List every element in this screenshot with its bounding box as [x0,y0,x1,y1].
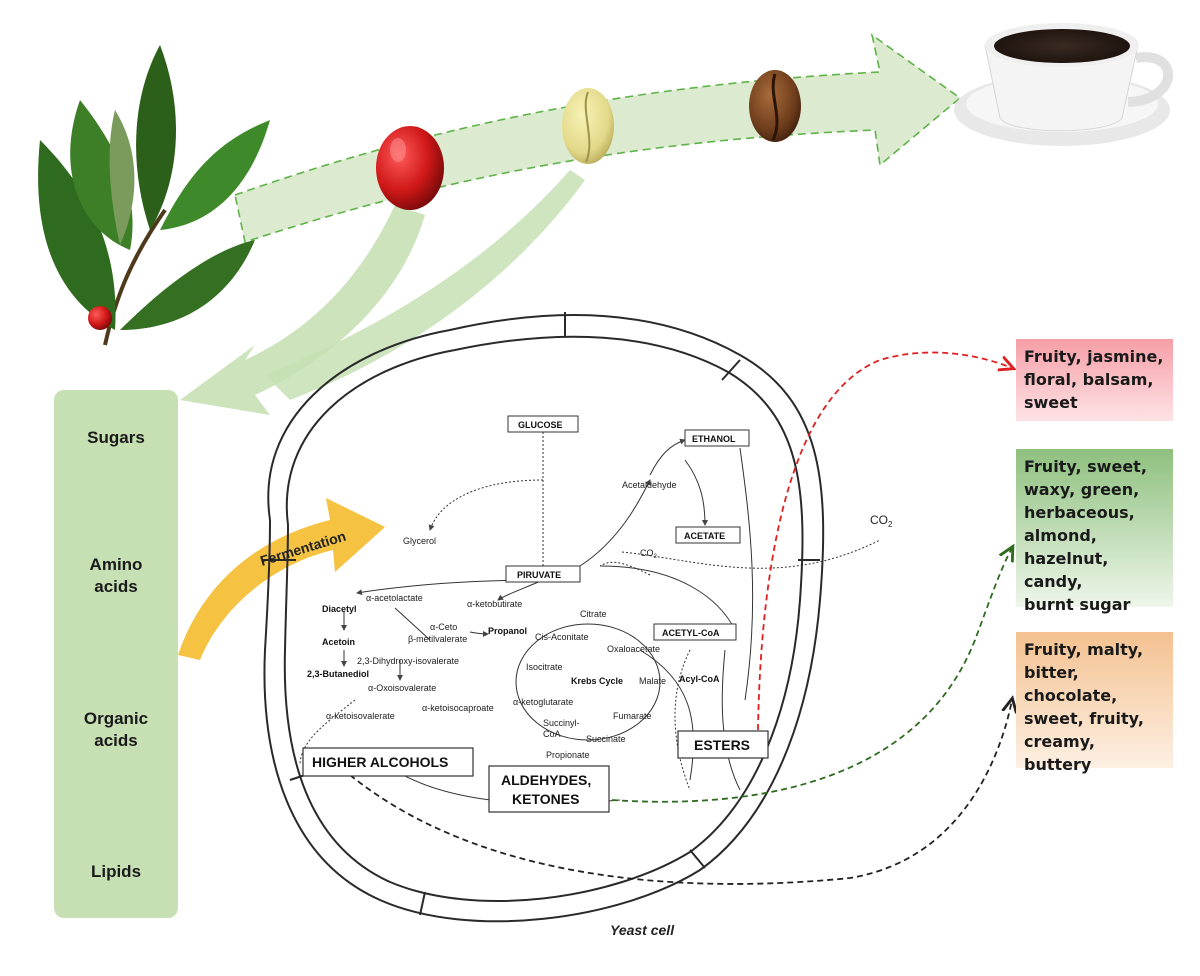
label-isocitrate: Isocitrate [526,662,563,672]
label-glycerol: Glycerol [403,536,436,546]
esters-to-aroma-arrow [757,351,1012,731]
aroma-line: Fruity, jasmine, [1024,347,1164,366]
label-ketoisovalerate: α-ketoisovalerate [326,711,395,721]
label-oxoisovalerate: α-Oxoisovalerate [368,683,436,693]
label-ethanol: ETHANOL [692,434,736,444]
aroma-box-higher-alcohols: Fruity, malty, bitter, chocolate, sweet,… [1016,632,1173,774]
acetyl-coa-box [653,623,737,641]
label-esters: ESTERS [694,737,750,753]
label-pyruvate: PIRUVATE [517,570,561,580]
label-alpha-acetolactate: α-acetolactate [366,593,423,603]
label-fumarate: Fumarate [613,711,652,721]
label-diacetyl: Diacetyl [322,604,357,614]
label-succinyl: Succinyl- [543,718,580,728]
aroma-line: sweet [1024,393,1078,412]
label-malate: Malate [639,676,666,686]
aroma-line: hazelnut, candy, [1024,549,1109,591]
precursor-lipids: Lipids [90,862,142,881]
glucose-box [507,415,579,433]
label-propionate: Propionate [546,750,590,760]
label-beta-metilvalerate: β-metilvalerate [408,634,467,644]
fermentation-arrow [178,498,385,660]
label-higher-alcohols: HIGHER ALCOHOLS [312,754,448,770]
aroma-box-aldehydes-ketones: Fruity, sweet, waxy, green, herbaceous, … [1016,449,1173,614]
label-alpha-ketobutirate: α-ketobutirate [467,599,522,609]
label-acyl-coa: Acyl-CoA [679,674,720,684]
aroma-line: Fruity, malty, [1024,640,1144,659]
aroma-line: chocolate, [1024,686,1118,705]
coffee-plant-image [38,45,270,346]
label-co2-outer: CO2 [870,513,893,529]
aroma-line: herbaceous, [1024,503,1135,522]
label-ketones: KETONES [512,791,579,807]
coffee-cherry-image [376,126,444,210]
label-aldehydes: ALDEHYDES, [501,772,591,788]
higher-alcohols-box [302,747,474,777]
aroma-box-esters: Fruity, jasmine, floral, balsam, sweet [1016,339,1173,421]
label-succinate: Succinate [586,734,626,744]
aroma-line: burnt sugar [1024,595,1131,614]
aroma-line: creamy, buttery [1024,732,1095,774]
label-propanol: Propanol [488,626,527,636]
precursor-sugars: Sugars [87,428,145,447]
label-butanediol: 2,3-Butanediol [307,669,369,679]
precursor-amino-acids: Amino acids [89,555,143,596]
yeast-cell-wall [262,312,825,923]
label-glucose: GLUCOSE [518,420,563,430]
label-ketoisocaproate: α-ketoisocaproate [422,703,494,713]
aroma-line: floral, balsam, [1024,370,1154,389]
aldehydes-to-aroma-arrow [611,548,1012,803]
aroma-line: waxy, green, [1024,480,1140,499]
label-dihydroxy-isovalerate: 2,3-Dihydroxy-isovalerate [357,656,459,666]
label-coa: CoA [543,729,561,739]
label-citrate: Citrate [580,609,607,619]
aroma-line: almond, [1024,526,1097,545]
aroma-line: Fruity, sweet, [1024,457,1147,476]
ethanol-box [684,429,750,447]
pyruvate-box [505,565,581,583]
yeast-cell-caption: Yeast cell [610,922,675,938]
label-alpha-ketoglutarate: α-ketoglutarate [513,697,573,707]
label-oxaloacetate: Oxaloacetate [607,644,660,654]
green-coffee-bean-image [562,88,614,164]
label-acetoin: Acetoin [322,637,355,647]
alcohols-to-aroma-arrow [349,700,1012,885]
precursor-organic-acids: Organic acids [83,709,149,750]
coffee-cup-image [954,23,1174,146]
bean-to-precursors-arrow [265,170,585,400]
label-acetate: ACETATE [684,531,725,541]
label-acetyl-coa: ACETYL-CoA [662,628,720,638]
label-acetaldehyde: Acetaldehyde [622,480,677,490]
aldehydes-ketones-box [488,765,610,813]
aroma-line: bitter, [1024,663,1079,682]
label-alpha-ceto: α-Ceto [430,622,457,632]
roasted-coffee-bean-image [749,70,801,142]
acetate-box [675,526,741,544]
esters-box [677,730,769,759]
aroma-line: sweet, fruity, [1024,709,1144,728]
label-cis-aconitate: Cis-Aconitate [535,632,589,642]
label-krebs-cycle: Krebs Cycle [571,676,623,686]
cherry-to-precursors-arrow [180,205,425,415]
label-co2-inner: CO2 [640,548,658,560]
precursors-panel: Sugars Amino acids Organic acids Lipids [54,390,178,918]
